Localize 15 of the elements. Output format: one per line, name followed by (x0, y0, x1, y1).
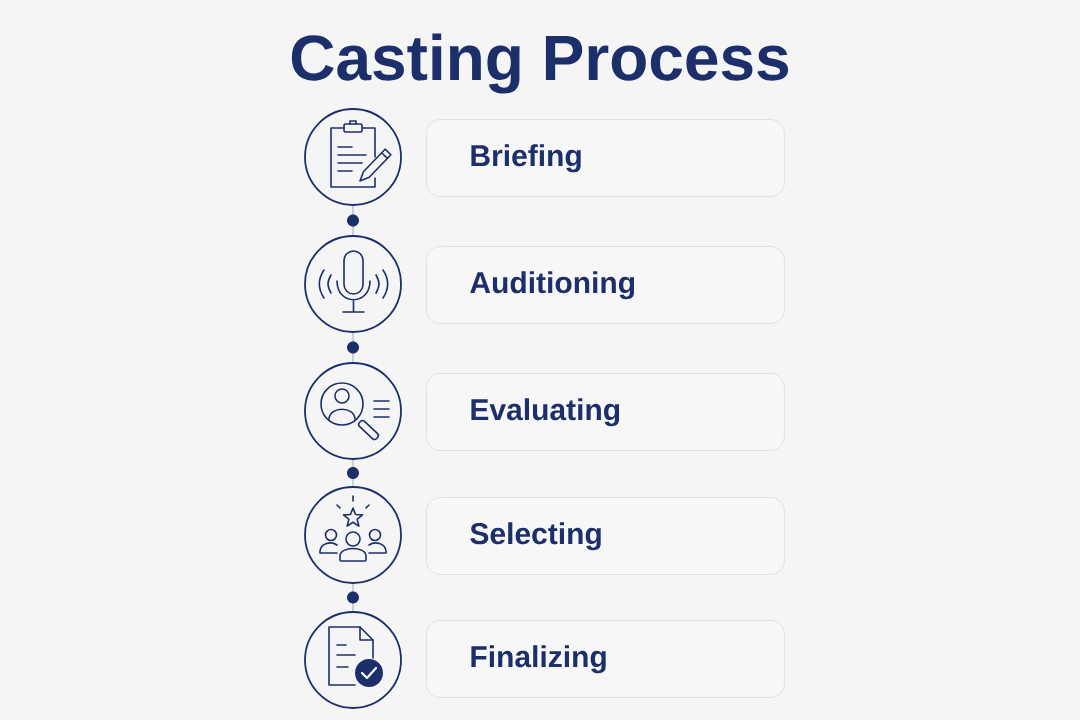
step-circle (304, 486, 402, 584)
title: Casting Process (291, 33, 789, 94)
step-box: Finalizing (426, 620, 785, 698)
connector-line (352, 205, 354, 236)
step-box: Evaluating (426, 373, 785, 451)
connector-line (352, 332, 354, 363)
connector-line (352, 459, 354, 487)
step-circle (304, 108, 402, 206)
step-box: Selecting (426, 497, 785, 575)
connector-line (352, 583, 354, 612)
step-circle (304, 611, 402, 709)
step-circle (304, 235, 402, 333)
step-circle (304, 362, 402, 460)
step-box: Briefing (426, 119, 785, 197)
step-box: Auditioning (426, 246, 785, 324)
